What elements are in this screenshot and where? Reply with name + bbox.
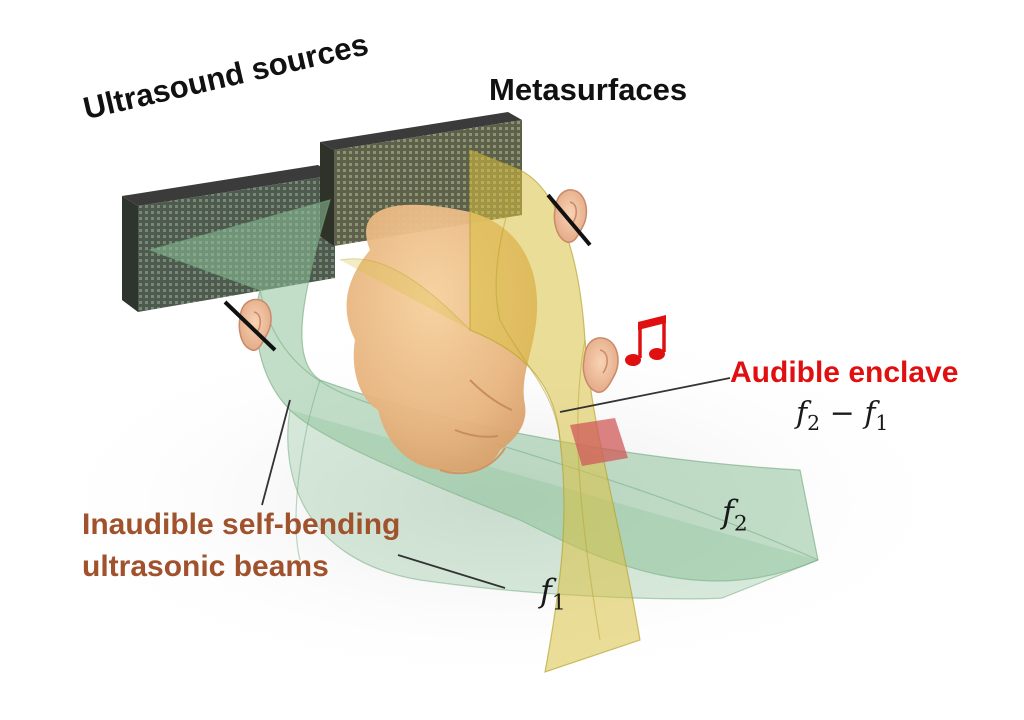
- metasurfaces-label: Metasurfaces: [489, 72, 688, 107]
- muted-ear-icon-right: [546, 189, 592, 247]
- yellow-beam-f1: [339, 149, 641, 673]
- beam-leader-line-lower: [397, 554, 506, 589]
- beam-f1-label: f1: [540, 572, 566, 616]
- inaudible-beams-label-line1: Inaudible self-bending: [82, 508, 401, 541]
- muted-ear-icon-left: [223, 298, 277, 352]
- enclave-leader-line: [559, 377, 731, 413]
- audible-enclave-label: Audible enclave: [730, 356, 959, 389]
- inaudible-beams-label-line2: ultrasonic beams: [82, 550, 329, 583]
- audible-enclave-region: [570, 418, 628, 466]
- music-note-icon: [625, 315, 666, 366]
- ear-icon-listening: [582, 337, 619, 394]
- beam-leader-line-upper: [261, 399, 291, 506]
- beam-f2-label: f2: [722, 493, 748, 537]
- audible-frequency-formula: f2 − f1: [796, 396, 889, 436]
